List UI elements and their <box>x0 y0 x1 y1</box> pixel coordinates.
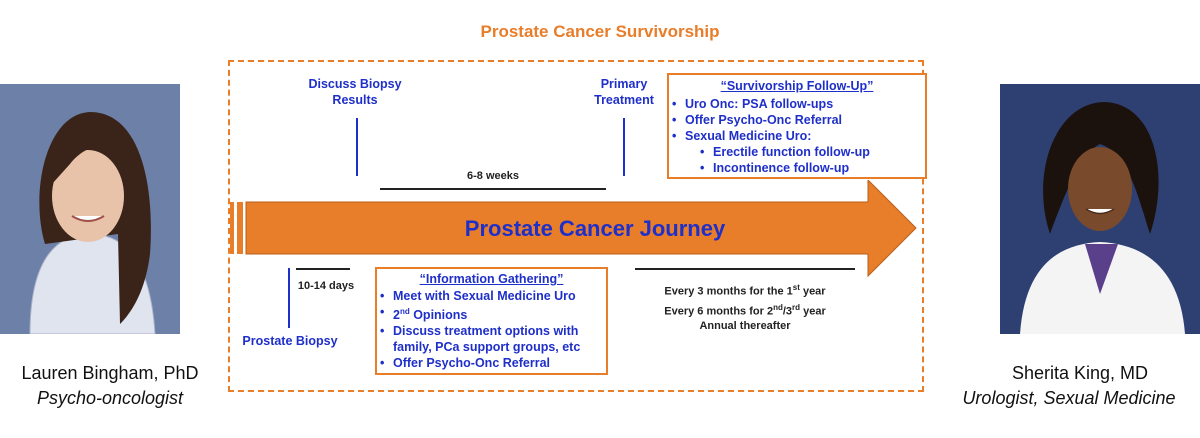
right-person-photo <box>1000 84 1200 334</box>
followup-line-3: Annual thereafter <box>699 320 791 333</box>
survivorship-box: “Survivorship Follow-Up” Uro Onc: PSA fo… <box>667 73 927 179</box>
primary-treatment-label: Primary Treatment <box>594 77 654 107</box>
prostate-biopsy-marker <box>288 268 290 328</box>
journey-frame <box>228 60 924 392</box>
journey-label: Prostate Cancer Journey <box>464 216 726 241</box>
right-person-name: Sherita King, MD <box>1011 363 1149 383</box>
interval-top-label: 6-8 weeks <box>467 170 519 182</box>
survivorship-subitem: Incontinence follow-up <box>697 160 925 176</box>
survivorship-heading: “Survivorship Follow-Up” <box>720 79 874 93</box>
discuss-biopsy-label: Discuss Biopsy Results <box>308 77 402 107</box>
info-item: Discuss treatment options with family, P… <box>377 323 606 355</box>
info-heading: “Information Gathering” <box>419 272 564 286</box>
survivorship-item: Uro Onc: PSA follow-ups <box>669 96 925 112</box>
info-item: Meet with Sexual Medicine Uro <box>377 288 606 304</box>
information-gathering-box: “Information Gathering” Meet with Sexual… <box>375 267 608 375</box>
left-person-photo <box>0 84 180 334</box>
right-person-role: Urologist, Sexual Medicine <box>962 388 1176 408</box>
page-title: Prostate Cancer Survivorship <box>480 22 720 41</box>
followup-line <box>635 268 855 270</box>
left-person-role: Psycho-oncologist <box>36 388 184 408</box>
followup-schedule: Every 3 months for the 1st year Every 6 … <box>620 280 870 334</box>
prostate-biopsy-label: Prostate Biopsy <box>242 334 338 348</box>
info-item: Offer Psycho-Onc Referral <box>377 355 606 371</box>
left-person-name: Lauren Bingham, PhD <box>21 363 199 383</box>
survivorship-item: Offer Psycho-Onc Referral <box>669 112 925 128</box>
interval-top-line <box>380 188 606 190</box>
followup-line-1: Every 3 months for the 1st year <box>664 283 826 298</box>
survivorship-subitem: Erectile function follow-up <box>697 144 925 160</box>
primary-treatment-marker <box>623 118 625 176</box>
interval-bottom-label: 10-14 days <box>297 280 355 292</box>
discuss-biopsy-marker <box>356 118 358 176</box>
survivorship-item: Sexual Medicine Uro: <box>669 128 925 144</box>
followup-line-2: Every 6 months for 2nd/3rd year <box>664 302 826 318</box>
interval-bottom-line <box>296 268 350 270</box>
journey-arrow <box>230 180 917 278</box>
info-item: 2nd Opinions <box>377 304 606 323</box>
